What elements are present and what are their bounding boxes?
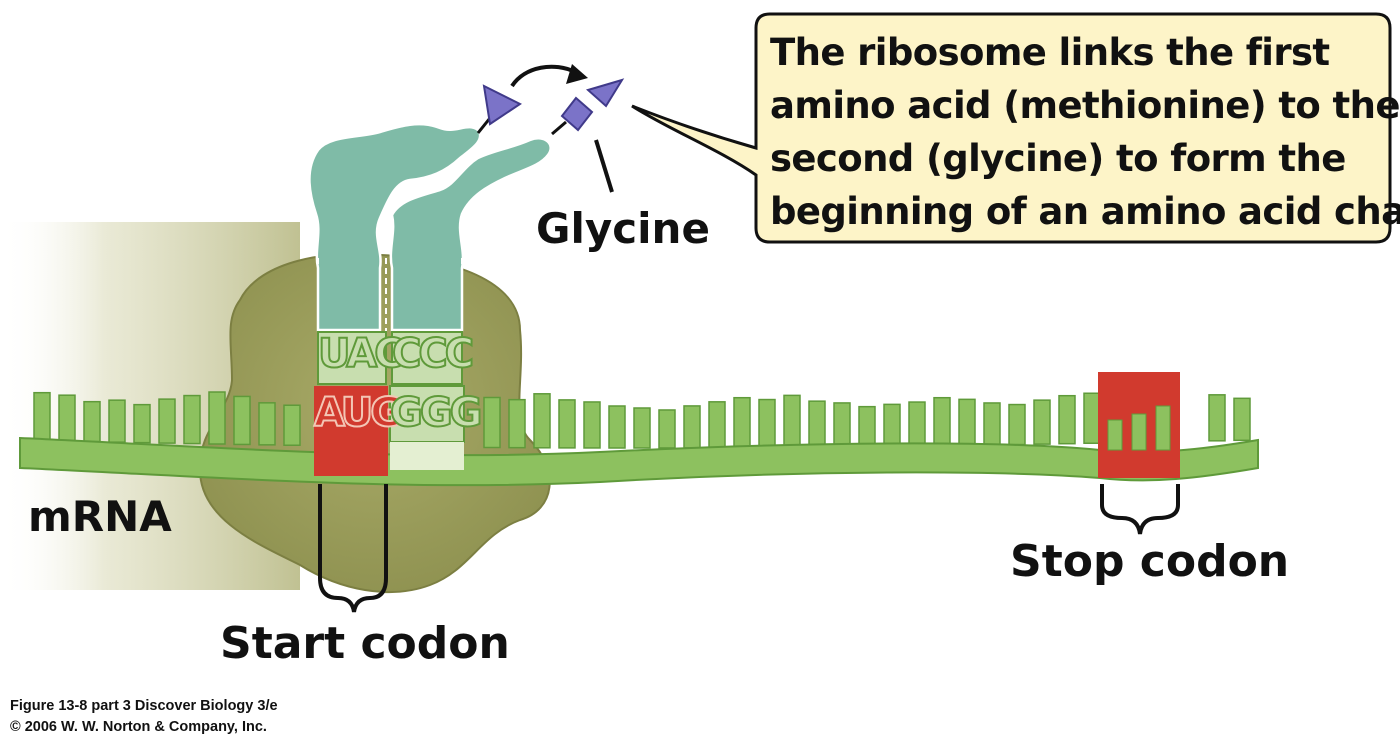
caption-line-1: Figure 13-8 part 3 Discover Biology 3/e [10,698,278,714]
mrna-nucleotide-bar [908,401,926,447]
mrna-nucleotide-bar [1058,394,1076,445]
mrna-nucleotide-bar [708,401,726,449]
mrna-label: mRNA [28,492,172,541]
mrna-nucleotide-bar [958,398,976,447]
mrna-nucleotide-bar [808,400,826,448]
stop-codon-bracket [1100,484,1180,535]
mrna-nucleotide-bar [508,398,526,449]
stop-codon-label: Stop codon [1010,536,1290,587]
anticodon-box-2 [391,331,463,385]
mrna-nucleotide-bar [33,391,51,442]
trna-glycine [389,137,552,332]
methionine-linked [585,78,625,108]
mrna-nucleotide-bar [633,407,651,449]
caption-line-2: © 2006 W. W. Norton & Company, Inc. [10,719,267,735]
mrna-nucleotide-bar [183,394,201,445]
codon-2-strand [390,442,464,470]
mrna-nucleotide-bar [58,394,76,442]
start-codon-label: Start codon [220,618,510,669]
mrna-nucleotide-bars [33,391,1251,449]
callout-line-3: second (glycine) to form the [770,137,1346,180]
mrna-nucleotide-bar [208,391,226,445]
anticodon-ccc: CCC [391,330,475,378]
anticodon-box-1 [317,331,387,385]
mrna-nucleotide-bar [283,404,301,446]
mrna-nucleotide-bar [833,402,851,448]
mrna-nucleotide-bar [733,396,751,449]
glycine-amino-acid [560,96,594,132]
codon-box-2 [389,385,465,443]
mrna-nucleotide-bar [1208,394,1226,442]
trna-methionine [308,122,482,332]
glycine-label: Glycine [536,204,710,253]
callout-line-1: The ribosome links the first [770,31,1330,74]
start-codon-bracket [318,484,388,613]
callout-text: The ribosome links the first amino acid … [770,26,1400,238]
arrow-head [566,64,588,84]
callout-bubble [631,12,1392,244]
mrna-nucleotide-bar [158,398,176,444]
callout-line-2: amino acid (methionine) to the [770,84,1400,127]
start-codon-box [314,386,388,476]
anticodon-uac: UAC [317,330,405,378]
methionine-amino-acid [482,84,522,126]
mrna-nucleotide-bar [1233,397,1251,442]
mrna-nucleotide-bar [133,403,151,444]
mrna-nucleotide-bar [533,393,551,449]
mrna-nucleotide-bar [258,402,276,446]
mrna-nucleotide-bar [683,405,701,449]
mrna-nucleotide-bar [108,399,126,443]
stop-codon-bar [1107,419,1123,451]
codon-ggg: GGG [389,389,484,437]
mrna-nucleotide-bar [883,403,901,448]
mrna-nucleotide-bar [858,405,876,448]
mrna-nucleotide-bar [83,400,101,443]
mrna-nucleotide-bar [1008,403,1026,446]
mrna-nucleotide-bar [583,401,601,449]
callout-line-4: beginning of an amino acid chain. [770,190,1400,233]
mrna-nucleotide-bar [983,402,1001,446]
stop-codon-bar [1131,413,1147,451]
mrna-nucleotide-bar [783,394,801,449]
mrna-nucleotide-bar [933,396,951,447]
mrna-nucleotide-bar [608,405,626,449]
mrna-nucleotide-bar [658,409,676,449]
mrna-nucleotide-bar [233,395,251,446]
transfer-arrow [510,64,576,88]
mrna-nucleotide-bar [1033,399,1051,445]
mrna-nucleotide-bar [483,396,501,449]
mrna-nucleotide-bar [1083,392,1101,444]
figure-caption: Figure 13-8 part 3 Discover Biology 3/e … [10,696,278,738]
mrna-nucleotide-bar [558,399,576,449]
stop-codon-bar [1155,405,1171,451]
mrna-nucleotide-bar [758,398,776,449]
codon-aug: AUG [313,389,404,437]
